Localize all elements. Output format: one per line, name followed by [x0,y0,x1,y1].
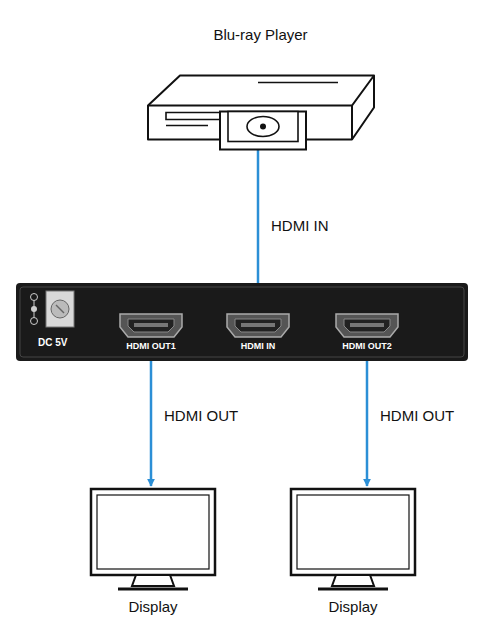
splitter-node: DC 5V HDMI OUT1 HDMI IN HDMI OUT2 [16,283,468,361]
node-label: HDMI IN [223,341,293,351]
display-node: Display [88,486,218,621]
node-label: DC 5V [38,337,67,348]
device-node: Blu-ray Player [138,26,383,154]
cable-label: HDMI OUT [377,407,457,424]
port-node: HDMI OUT1 [116,311,186,357]
cable-label: HDMI OUT [161,407,241,424]
node-label: Display [88,598,218,615]
display-node: Display [288,486,418,621]
node-label: HDMI OUT1 [116,341,186,351]
port-node: HDMI IN [223,311,293,357]
node-label: Blu-ray Player [138,26,383,43]
node-label: HDMI OUT2 [332,341,402,351]
node-label: Display [288,598,418,615]
cable-label: HDMI IN [268,217,332,234]
bluray-player-illustration [138,26,383,154]
port-node: HDMI OUT2 [332,311,402,357]
